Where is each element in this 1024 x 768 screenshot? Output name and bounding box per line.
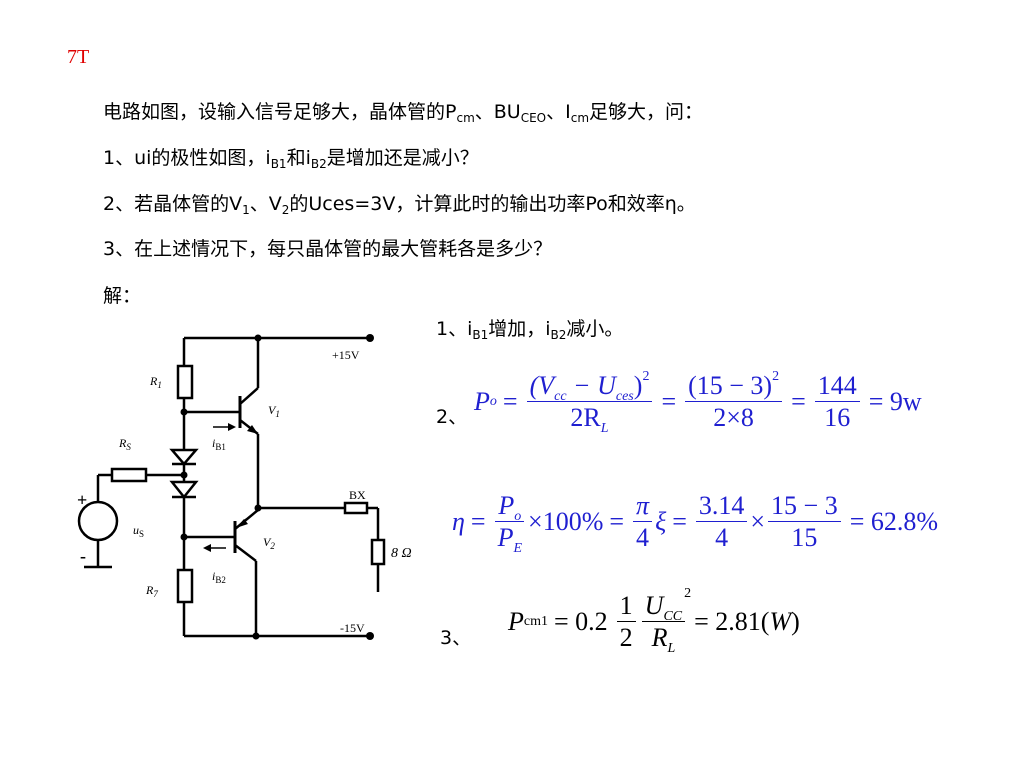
svg-text:-15V: -15V: [340, 621, 365, 635]
svg-text:8 Ω: 8 Ω: [391, 546, 412, 561]
answer-2-label: 2、: [436, 406, 468, 428]
r1-resistor: [176, 364, 194, 400]
svg-text:BX: BX: [349, 488, 366, 502]
efficiency-formula: η = Po PE ×100% = π 4 ξ = 3.14 4 × 15 − …: [452, 491, 939, 557]
svg-text:V2: V2: [263, 535, 275, 551]
svg-text:iB1: iB1: [212, 436, 226, 452]
svg-text:V1: V1: [268, 403, 280, 419]
svg-text:iB2: iB2: [212, 569, 226, 585]
question-2: 2、若晶体管的V1、V2的Uces=3V，计算此时的输出功率Po和效率η。: [103, 193, 696, 217]
svg-text:uS: uS: [133, 523, 144, 539]
svg-text:+: +: [77, 490, 87, 510]
answer-1: 1、iB1增加，iB2减小。: [436, 318, 624, 342]
svg-text:+15V: +15V: [332, 348, 360, 362]
question-intro: 电路如图，设输入信号足够大，晶体管的Pcm、BUCEO、Icm足够大，问：: [103, 101, 704, 125]
solution-label: 解：: [103, 285, 142, 307]
svg-text:R7: R7: [145, 583, 158, 599]
svg-text:RS: RS: [118, 436, 131, 452]
svg-text:R1: R1: [149, 374, 162, 390]
answer-3-label: 3、: [440, 627, 472, 649]
slide-label: 7T: [67, 46, 90, 68]
question-1: 1、ui的极性如图，iB1和iB2是增加还是减小？: [103, 147, 479, 171]
svg-text:-: -: [80, 546, 86, 566]
question-3: 3、在上述情况下，每只晶体管的最大管耗各是多少？: [103, 238, 553, 260]
